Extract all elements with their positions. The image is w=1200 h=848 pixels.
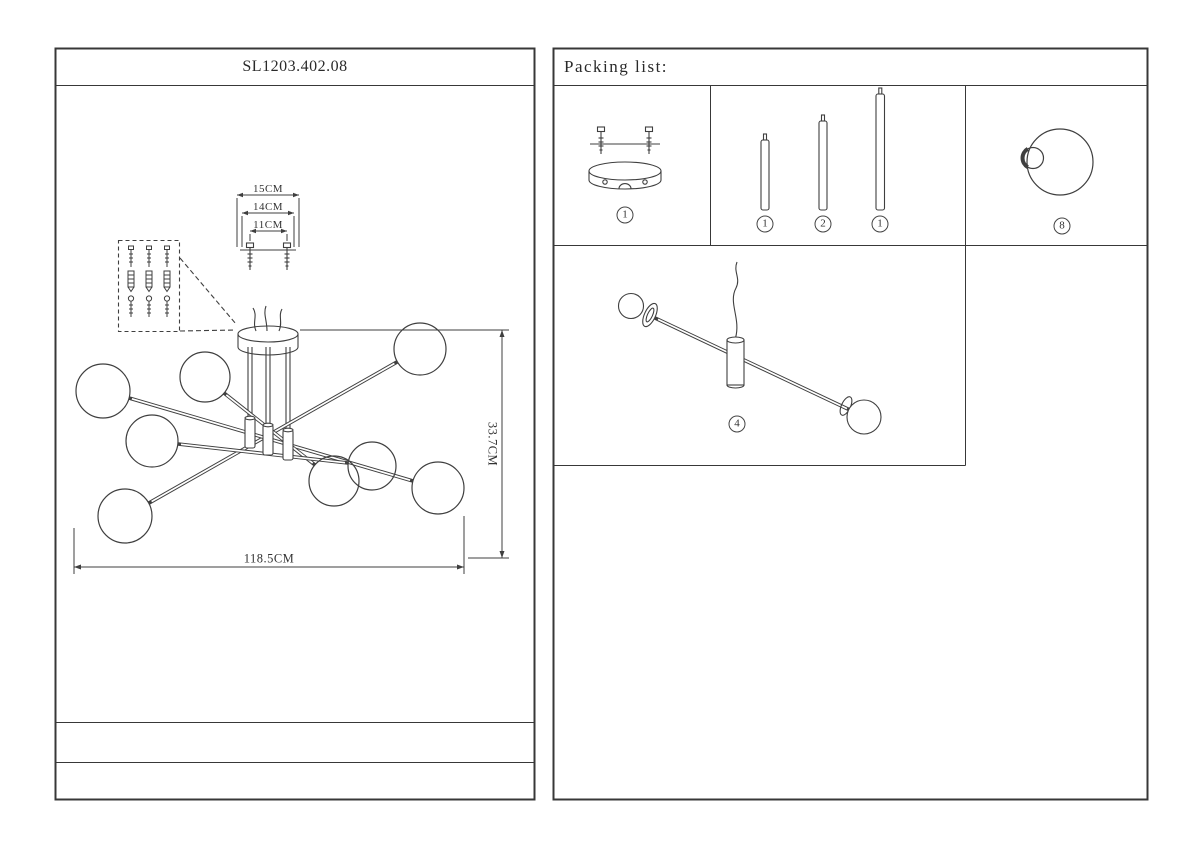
rod-icons	[760, 87, 886, 211]
dim-label-height: 33.7CM	[485, 421, 500, 467]
qty-badge-rod-long: 1	[871, 215, 889, 233]
chandelier-arms	[128, 347, 414, 505]
dim-label-canopy-outer: 15CM	[252, 183, 284, 195]
dim-label-canopy-mid: 14CM	[252, 201, 284, 213]
mounting-bar-screws	[240, 242, 296, 271]
top-dimension-lines	[236, 192, 300, 247]
qty-badge-canopy: 1	[616, 206, 634, 224]
ceiling-canopy-drawing	[237, 305, 299, 356]
chandelier-globes	[75, 322, 465, 544]
qty-badge-globe: 8	[1053, 217, 1071, 235]
height-dimension	[300, 329, 509, 559]
mounting-hardware-box	[117, 239, 237, 333]
dim-label-width: 118.5CM	[243, 551, 295, 566]
qty-badge-arm-assembly: 4	[728, 415, 746, 433]
model-number: SL1203.402.08	[242, 57, 348, 75]
packing-list-title: Packing list:	[564, 56, 669, 76]
dim-label-screw-spacing: 11CM	[253, 219, 283, 231]
globe-icon	[1020, 128, 1094, 196]
qty-badge-rod-medium: 2	[814, 215, 832, 233]
qty-badge-rod-short: 1	[756, 215, 774, 233]
canopy-icon	[588, 126, 662, 190]
panel-frames	[54, 47, 1149, 801]
width-dimension	[73, 516, 465, 574]
arm-assembly-drawing	[617, 261, 882, 435]
